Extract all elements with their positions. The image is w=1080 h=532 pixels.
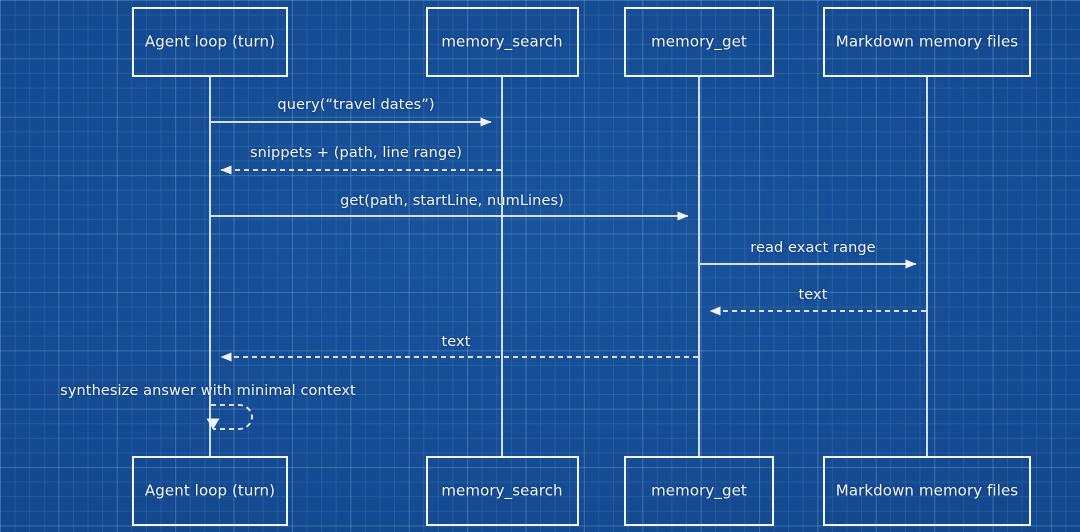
participant-label-get-top: memory_get	[651, 32, 747, 51]
participant-box-agent-bottom	[132, 456, 288, 526]
participant-box-search-bottom	[426, 456, 579, 526]
participant-boxes-bottom	[132, 456, 1031, 526]
participant-box-agent-top	[132, 7, 288, 77]
participant-box-get-top	[624, 7, 774, 77]
message-self-loop-m7	[206, 404, 253, 430]
message-label-m5: text	[798, 287, 828, 303]
participant-box-search-top	[426, 7, 579, 77]
participant-label-search-top: memory_search	[441, 32, 563, 51]
participant-box-files-top	[823, 7, 1031, 77]
participant-label-search-bottom: memory_search	[441, 481, 563, 500]
message-label-m4: read exact range	[750, 240, 876, 256]
lifelines	[209, 76, 928, 457]
message-label-m6: text	[441, 334, 471, 350]
participant-box-get-bottom	[624, 456, 774, 526]
participant-label-get-bottom: memory_get	[651, 481, 747, 500]
participant-box-files-bottom	[823, 456, 1031, 526]
participant-label-agent-bottom: Agent loop (turn)	[144, 481, 276, 500]
message-label-m2: snippets + (path, line range)	[249, 145, 463, 161]
participant-boxes-top	[132, 7, 1031, 77]
message-label-m1: query(“travel dates”)	[277, 97, 435, 113]
participant-label-agent-top: Agent loop (turn)	[144, 32, 276, 51]
message-label-m3: get(path, startLine, numLines)	[340, 193, 564, 209]
messages	[206, 117, 926, 430]
message-label-m7: synthesize answer with minimal context	[60, 383, 356, 399]
participant-label-files-bottom: Markdown memory files	[835, 481, 1019, 500]
participant-label-files-top: Markdown memory files	[835, 32, 1019, 51]
